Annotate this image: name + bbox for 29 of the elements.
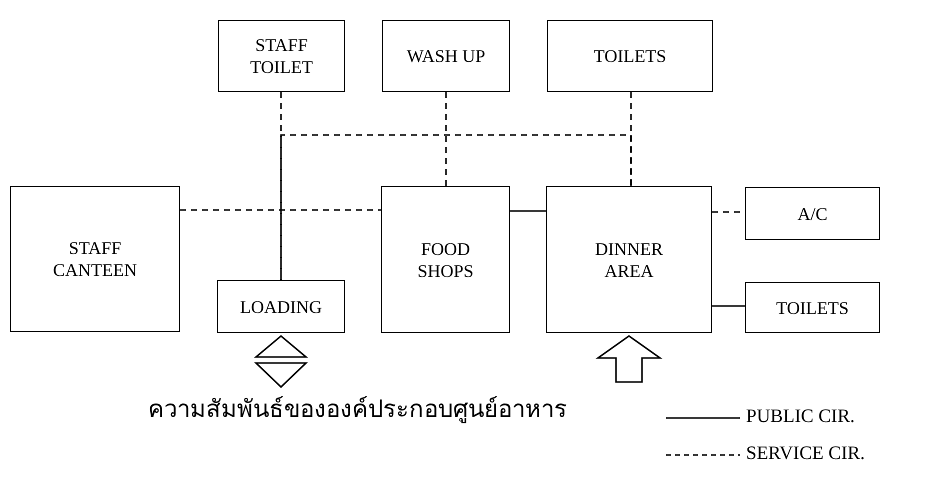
room-label: WASH UP: [406, 45, 486, 67]
legend-label: PUBLIC CIR.: [746, 406, 855, 428]
dashed-connector: [630, 92, 632, 186]
room-label: FOOD SHOPS: [416, 238, 475, 282]
room-box: [10, 186, 180, 332]
room-box: [547, 20, 713, 92]
room-label: A/C: [797, 202, 828, 224]
caption: ความสัมพันธ์ขององค์ประกอบศูนย์อาหาร: [148, 395, 567, 426]
connector: [712, 305, 745, 307]
room-label: STAFF CANTEEN: [52, 237, 138, 281]
room-box: [382, 20, 510, 92]
room-box: [745, 187, 880, 240]
room-label: DINNER AREA: [594, 238, 664, 282]
room-label: TOILETS: [776, 296, 849, 318]
room-label: STAFF TOILET: [249, 34, 314, 78]
room-label: TOILETS: [594, 45, 666, 67]
room-box: [381, 186, 510, 333]
legend-label: SERVICE CIR.: [746, 443, 865, 465]
dashed-connector: [280, 134, 632, 280]
room-box: [218, 20, 345, 92]
dashed-connector: [180, 209, 381, 211]
entrance-arrow: [596, 335, 662, 383]
room-box: [745, 282, 880, 333]
room-box: [546, 186, 712, 333]
double-arrow: [254, 334, 308, 388]
room-label: LOADING: [240, 296, 322, 318]
room-box: [217, 280, 345, 333]
dashed-connector: [445, 92, 447, 186]
connector: [510, 210, 546, 212]
